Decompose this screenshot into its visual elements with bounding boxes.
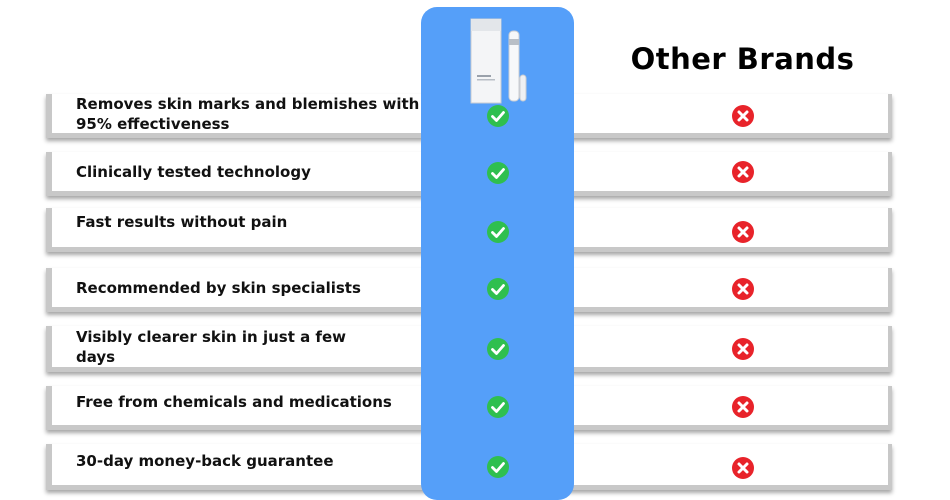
x-circle-icon [732, 457, 754, 479]
check-circle-icon [487, 456, 509, 478]
product-column [421, 7, 574, 500]
check-circle-icon [487, 278, 509, 300]
product-image [470, 18, 527, 104]
feature-label: 30-day money-back guarantee [76, 451, 334, 470]
other-brands-heading: Other Brands [630, 42, 855, 76]
feature-label: Recommended by skin specialists [76, 278, 361, 297]
feature-label: Removes skin marks and blemishes with 95… [76, 94, 420, 133]
x-circle-icon [732, 221, 754, 243]
check-circle-icon [487, 105, 509, 127]
x-circle-icon [732, 161, 754, 183]
feature-label: Free from chemicals and medications [76, 392, 392, 411]
check-circle-icon [487, 221, 509, 243]
feature-label: Clinically tested technology [76, 162, 311, 181]
x-circle-icon [732, 278, 754, 300]
x-circle-icon [732, 396, 754, 418]
feature-label: Fast results without pain [76, 212, 288, 231]
x-circle-icon [732, 105, 754, 127]
check-circle-icon [487, 338, 509, 360]
feature-label: Visibly clearer skin in just a few days [76, 327, 346, 366]
check-circle-icon [487, 162, 509, 184]
check-circle-icon [487, 396, 509, 418]
x-circle-icon [732, 338, 754, 360]
